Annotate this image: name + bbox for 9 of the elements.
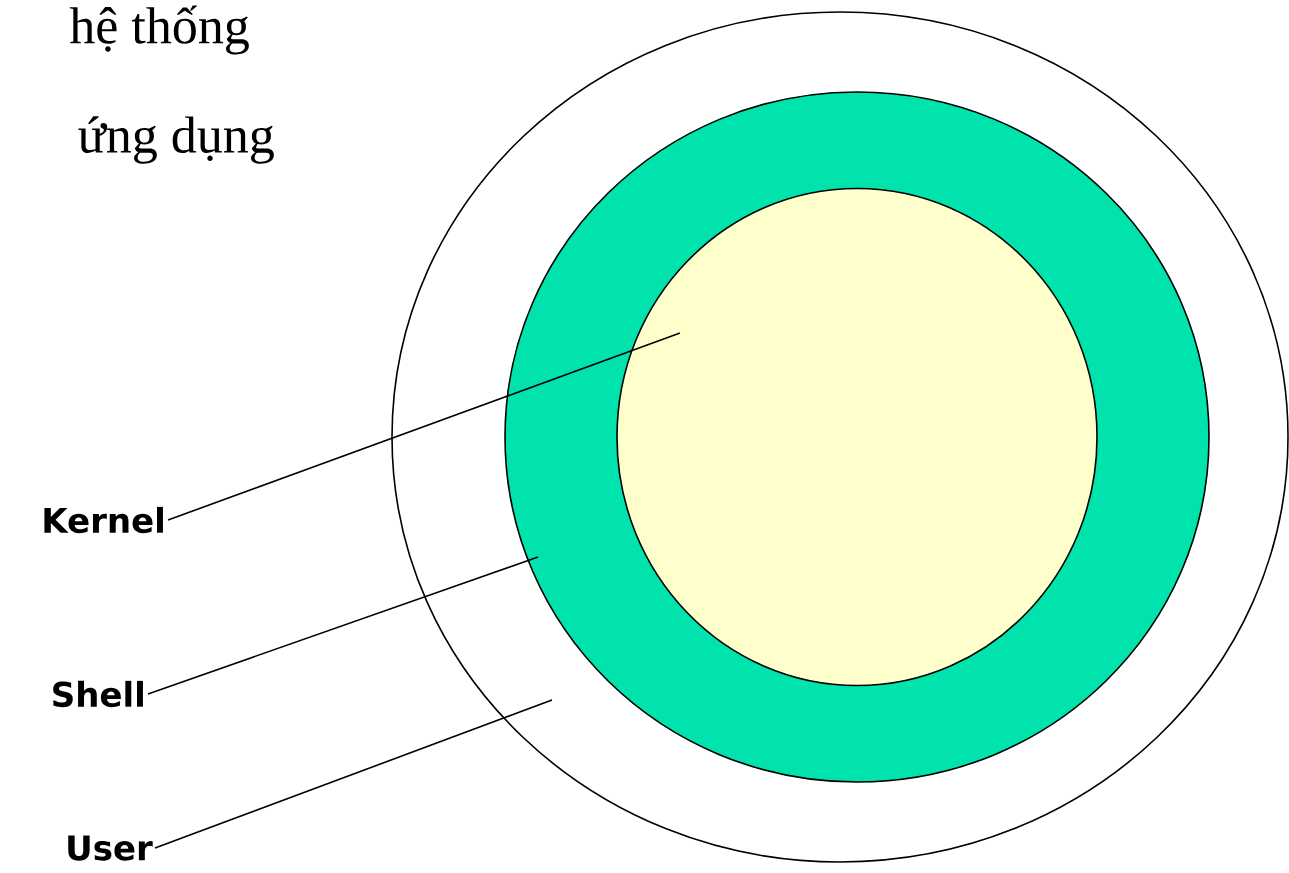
layer-label: Shell <box>53 680 143 708</box>
leader-line <box>154 699 553 849</box>
heading-text: hệ thống <box>69 5 249 55</box>
leader-line <box>147 556 539 695</box>
ring-ellipse <box>616 187 1098 687</box>
leader-line <box>167 332 681 521</box>
layer-label: User <box>68 835 153 861</box>
heading-text: ứng dụng <box>78 116 274 164</box>
layer-label: Kernel <box>44 506 163 534</box>
